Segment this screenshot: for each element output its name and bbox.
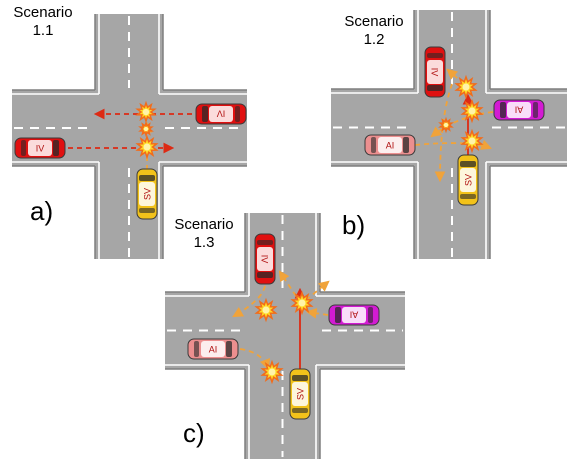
vehicle-sv-c: SV [289,368,311,420]
vehicle-sv-b: SV [457,154,479,206]
car-label: SV [143,188,153,200]
car-label: IV [36,144,45,154]
car-windshield [257,272,273,278]
conflict-marker-a-3 [138,120,154,138]
car-roof [139,182,155,206]
conflict-marker-b-4 [438,116,454,134]
vehicle-iv-c: IV [254,233,276,285]
panel-letter-b: b) [342,210,366,240]
conflict-marker-a-1 [135,100,157,124]
car-windshield [202,106,208,122]
car-rear-window [533,102,538,118]
car-rear-window [21,140,26,156]
vehicle-ai-c-eastbound: AI [187,338,239,360]
conflict-marker-b-2 [460,98,484,124]
trajectory-c-ai-east [239,348,271,371]
car-rear-window [292,408,308,413]
scenario-label-c: Scenario 1.3 [164,216,244,252]
car-windshield [403,137,409,153]
car-label: IV [260,255,270,264]
trajectory-b-iv-turn [434,83,453,183]
panel-letter-a: a) [30,196,54,226]
conflict-marker-c-1 [254,297,278,323]
vehicle-iv-a-eastbound: IV [14,137,66,159]
vehicle-iv-b: IV [424,46,446,98]
car-roof [292,382,308,406]
car-windshield [139,175,155,181]
car-rear-window [257,240,273,245]
vehicle-ai-b-westbound: AI [493,99,545,121]
car-rear-window [371,137,376,153]
scenario-number-a: 1.1 [32,22,54,39]
scenario-label-b: Scenario 1.2 [334,13,414,49]
car-label: SV [296,388,306,400]
car-windshield [427,85,443,91]
scenario-number-b: 1.2 [363,31,385,48]
car-windshield [226,341,232,357]
vehicle-ai-b-eastbound: AI [364,134,416,156]
car-rear-window [194,341,199,357]
car-rear-window [427,53,443,58]
explosion-core [468,107,476,115]
car-windshield [460,161,476,167]
car-roof [209,106,233,122]
conflict-marker-a-2 [135,134,159,160]
car-roof [507,102,531,118]
car-roof [28,140,52,156]
car-label: AI [350,310,359,320]
scenario-label-a: Scenario 1.1 [3,4,83,40]
explosion-core [462,83,470,91]
explosion-core [143,126,149,132]
scenario-title-b: Scenario [344,13,404,30]
car-rear-window [235,106,240,122]
car-windshield [53,140,59,156]
explosion-core [443,122,449,128]
car-windshield [335,307,341,323]
car-roof [427,60,443,84]
conflict-markers-layer [135,74,484,385]
trajectory-c-iv-turn [232,285,266,318]
car-rear-window [139,208,155,213]
scenario-title-a: Scenario [13,4,73,21]
intersection-a [12,14,247,259]
trajectory-c-ai-west [305,307,329,319]
car-label: AI [515,105,524,115]
car-roof [378,137,402,153]
explosion-core [262,306,270,314]
vehicle-sv-a: SV [136,168,158,220]
car-rear-window [460,194,476,199]
explosion-core [468,137,476,145]
conflict-marker-b-1 [454,74,478,100]
conflict-marker-b-3 [460,128,484,154]
car-rear-window [368,307,373,323]
explosion-core [298,299,306,307]
car-roof [460,168,476,192]
scenario-title-c: Scenario [174,216,234,233]
trajectory-c-sv-deflect-2 [305,280,330,301]
conflict-marker-c-2 [290,290,314,316]
car-roof [342,307,366,323]
vehicles-layer: IV IV SV IV AI AI SV IV AI AI SV [14,46,545,420]
car-windshield [292,375,308,381]
car-roof [257,247,273,271]
car-label: IV [217,109,226,119]
car-roof [201,341,225,357]
vehicle-iv-a-westbound: IV [195,103,247,125]
car-windshield [500,102,506,118]
explosion-core [143,143,151,151]
explosion-core [142,108,150,116]
car-label: IV [430,68,440,77]
trajectory-c-sv-deflect [278,270,297,297]
scenario-number-c: 1.3 [193,234,215,251]
car-label: SV [464,174,474,186]
explosion-core [268,368,276,376]
trajectory-b-ai-east [414,139,493,150]
conflict-marker-c-3 [260,359,284,385]
vehicle-ai-c-westbound: AI [328,304,380,326]
car-label: AI [386,141,395,151]
panel-letter-c: c) [183,418,205,448]
car-label: AI [209,345,218,355]
